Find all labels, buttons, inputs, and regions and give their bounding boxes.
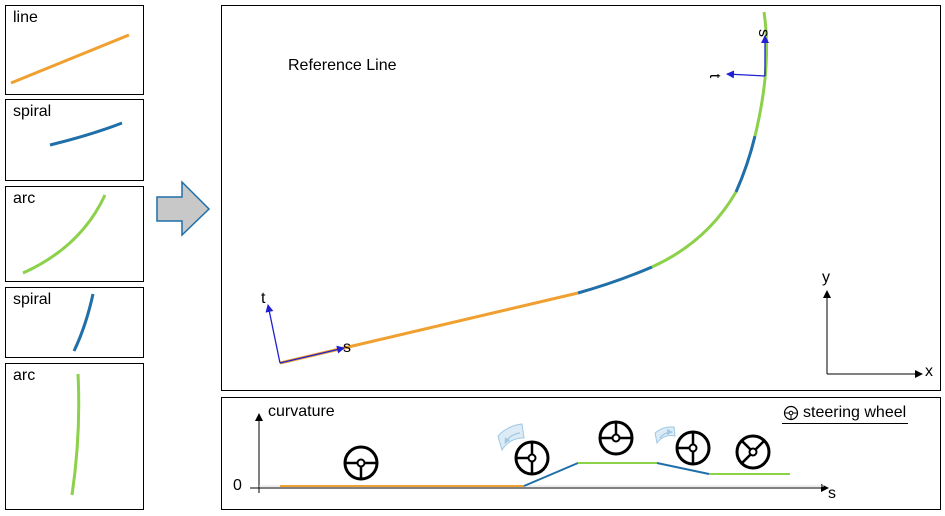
path-spiral-segment [734,135,757,193]
path-spiral-segment [577,265,653,295]
steering-wheel-icon [728,427,778,477]
reference-line-graphic [265,11,923,378]
t-axis-label: t [261,290,266,307]
x-axis-label: x [925,363,933,380]
steering-wheel-icon [675,430,711,466]
segment-panel-arc-2: arc [5,363,144,510]
curvature-graphic [250,413,829,493]
legend: steering wheel [782,404,909,424]
spiral-segment-graphic [72,293,95,352]
segment-panel-spiral-1: spiral [5,99,144,181]
steering-wheel-icon [598,420,634,456]
segment-label: line [13,9,38,26]
rotation-arrow-icon [654,426,676,445]
arc-segment-graphic [22,194,107,275]
legend-label: steering wheel [803,404,907,421]
segment-panel-arc-1: arc [5,186,144,282]
curvature-ylabel: curvature [268,403,335,420]
arc-segment-graphic [70,373,81,496]
path-arc-segment [651,191,738,269]
segment-panel-line: line [5,5,144,95]
right-arrow-icon [156,180,211,237]
curvature-panel: curvature 0 s steering wheel [221,397,941,510]
s-axis-label-end: s [755,29,772,37]
t-axis-label-end: t [706,73,724,79]
line-segment-graphic [10,33,130,85]
segment-label: spiral [13,291,52,308]
curvature-spiral-segment [523,462,579,487]
segment-label: arc [13,190,36,207]
y-axis-label: y [822,269,830,286]
page-title: Reference Line [288,57,397,74]
curvature-spiral-segment [656,462,710,475]
path-arc-segment [753,11,769,137]
steering-wheel-icon [343,445,379,481]
zero-label: 0 [233,477,242,494]
segment-label: arc [13,367,36,384]
s-axis-label: s [343,339,351,356]
spiral-segment-graphic [49,121,123,147]
steering-wheel-icon [514,440,550,476]
rotation-arrow-icon [497,423,525,452]
curvature-xlabel: s [828,485,836,502]
reference-line-panel: Reference Line s t s t x y [221,5,941,391]
segment-label: spiral [13,103,52,120]
steering-wheel-icon [783,405,799,421]
segment-panel-spiral-2: spiral [5,287,144,358]
